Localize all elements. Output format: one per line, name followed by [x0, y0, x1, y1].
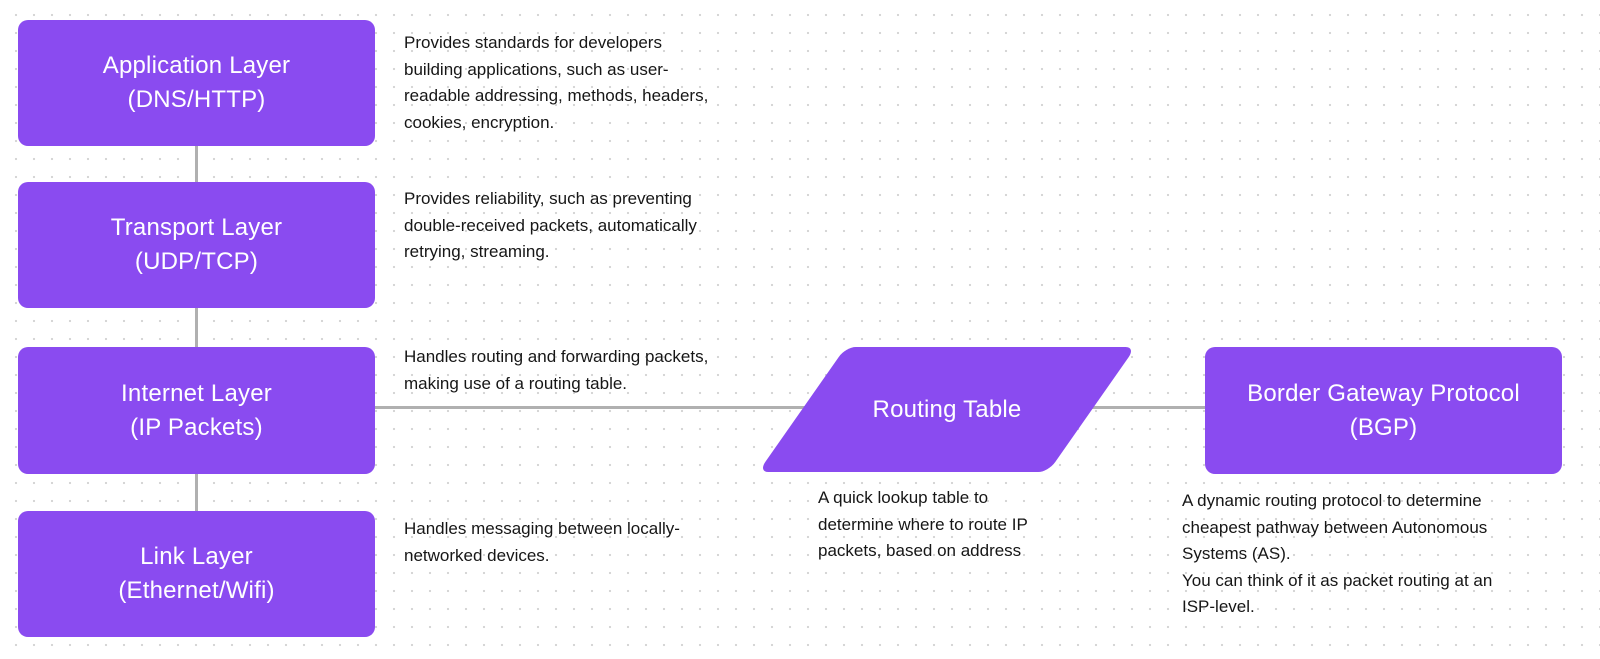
- node-routing-table-title: Routing Table: [872, 395, 1022, 423]
- internet-layer-description: Handles routing and forwarding packets, …: [404, 347, 709, 393]
- application-layer-description: Provides standards for developers buildi…: [404, 33, 709, 132]
- node-transport-layer-title: Transport Layer (UDP/TCP): [110, 214, 283, 275]
- node-internet-layer-title: Internet Layer (IP Packets): [121, 379, 272, 441]
- connector-application-to-transport: [195, 145, 198, 183]
- node-internet-layer: Internet Layer (IP Packets): [18, 347, 375, 474]
- node-application-layer-title: Application Layer (DNS/HTTP): [102, 52, 291, 113]
- node-application-layer: Application Layer (DNS/HTTP): [18, 20, 375, 146]
- node-link-layer: Link Layer (Ethernet/Wifi): [18, 511, 375, 637]
- node-routing-table-label: Routing Table: [758, 347, 1136, 472]
- node-bgp-title: Border Gateway Protocol (BGP): [1247, 379, 1520, 441]
- connector-transport-to-internet: [195, 306, 198, 348]
- node-transport-layer: Transport Layer (UDP/TCP): [18, 182, 375, 308]
- connector-internet-to-bgp: [375, 406, 1205, 409]
- routing-table-description: A quick lookup table to determine where …: [818, 488, 1028, 560]
- bgp-description: A dynamic routing protocol to determine …: [1182, 491, 1493, 616]
- transport-layer-description: Provides reliability, such as preventing…: [404, 189, 697, 261]
- link-layer-description: Handles messaging between locally- netwo…: [404, 519, 680, 565]
- node-bgp: Border Gateway Protocol (BGP): [1205, 347, 1562, 474]
- connector-internet-to-link: [195, 471, 198, 513]
- node-link-layer-title: Link Layer (Ethernet/Wifi): [118, 543, 275, 604]
